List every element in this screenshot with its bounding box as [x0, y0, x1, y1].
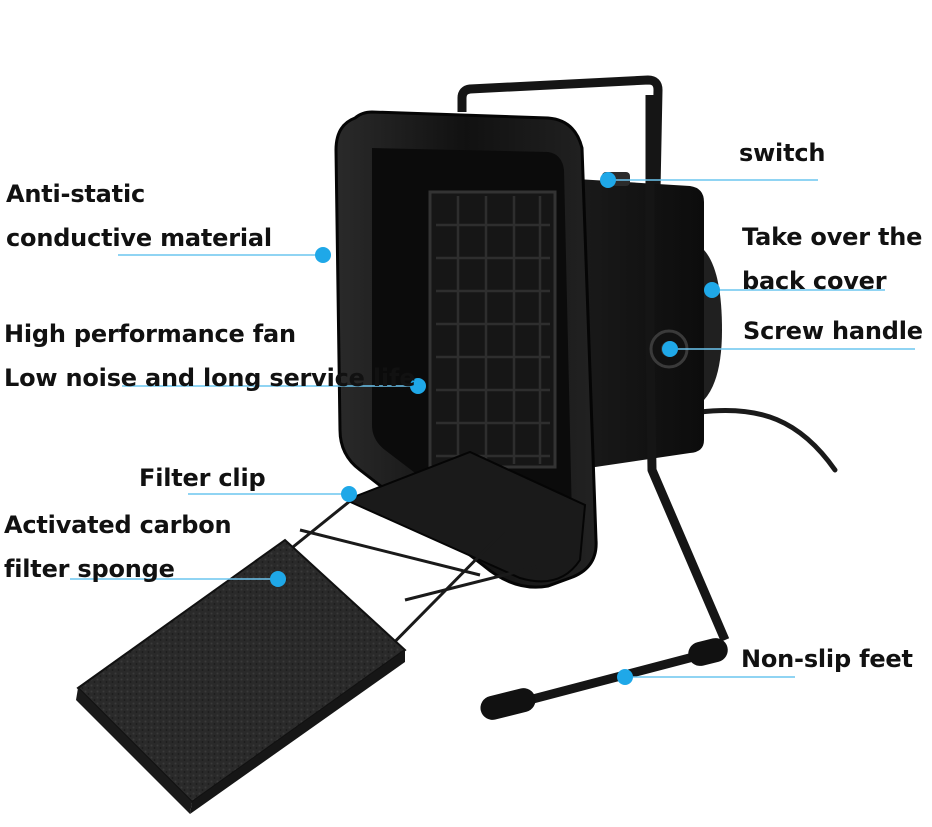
callout-carbon-sponge-line-2: filter sponge [4, 555, 175, 583]
back-cover [704, 250, 722, 400]
foot-right [688, 638, 728, 666]
callout-dot-fan [410, 378, 426, 394]
hood-lip [343, 450, 587, 583]
foot-left [480, 688, 536, 720]
callout-screw-handle-line-1: Screw handle [743, 317, 923, 345]
callout-anti-static-line-2: conductive material [6, 224, 272, 252]
callout-fan-line-2: Low noise and long service life [4, 364, 416, 392]
callout-dot-carbon-sponge [270, 571, 286, 587]
fan-grille [428, 190, 557, 469]
callout-fan-label: High performance fan Low noise and long … [4, 312, 415, 400]
callout-carbon-sponge-label: Activated carbon filter sponge [4, 503, 232, 591]
callout-switch-line-1: switch [739, 139, 826, 167]
power-cord [697, 407, 838, 473]
callout-non-slip-feet-line-1: Non-slip feet [741, 645, 913, 673]
callout-dot-anti-static [315, 247, 331, 263]
stand-leg [645, 95, 730, 642]
callout-back-cover-line-2: back cover [742, 267, 887, 295]
callout-carbon-sponge-line-1: Activated carbon [4, 511, 232, 539]
callout-dots [270, 172, 720, 685]
callout-anti-static-label: Anti-static conductive material [6, 172, 272, 260]
callout-screw-handle-label: Screw handle [743, 319, 923, 343]
fan-housing [560, 178, 704, 470]
callout-fan-line-1: High performance fan [4, 320, 296, 348]
callout-dot-back-cover [704, 282, 720, 298]
carbon-sponge [76, 538, 407, 814]
callout-filter-clip-label: Filter clip [139, 464, 266, 492]
callout-back-cover-line-1: Take over the [742, 223, 923, 251]
callout-filter-clip-line-1: Filter clip [139, 464, 266, 492]
callout-anti-static-line-1: Anti-static [6, 180, 145, 208]
callout-dot-screw-handle [662, 341, 678, 357]
carry-handle [457, 75, 663, 191]
callout-dot-non-slip-feet [617, 669, 633, 685]
callout-dot-filter-clip [341, 486, 357, 502]
callout-switch-label: switch [739, 141, 825, 165]
feet-bar [505, 645, 725, 710]
callout-non-slip-feet-label: Non-slip feet [741, 647, 913, 671]
callout-dot-switch [600, 172, 616, 188]
callout-back-cover-label: Take over the back cover [742, 215, 922, 303]
callout-lines [70, 179, 915, 678]
